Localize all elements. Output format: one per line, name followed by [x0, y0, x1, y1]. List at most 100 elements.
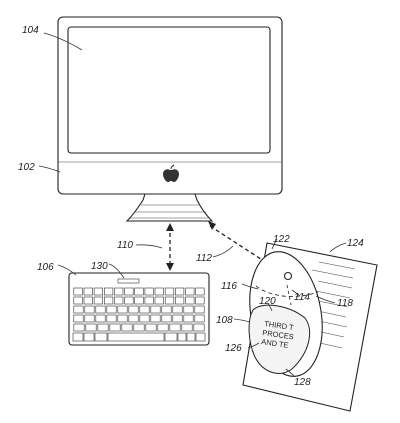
keyboard-key: [84, 305, 95, 314]
connection-arrows: [166, 221, 268, 271]
label-122: 122: [273, 234, 290, 245]
keyboard-key: [195, 287, 205, 296]
keyboard-key: [194, 314, 205, 323]
label-130: 130: [91, 261, 108, 272]
keyboard-key: [104, 296, 114, 305]
apple-logo-icon: [163, 164, 179, 182]
keyboard-key: [145, 323, 157, 332]
keyboard-key: [106, 314, 117, 323]
keyboard-key: [181, 323, 193, 332]
keyboard-keys: [72, 287, 206, 342]
handheld-device: THIRD T PROCES AND TE: [248, 251, 323, 377]
keyboard-key: [133, 323, 145, 332]
keyboard-key: [73, 305, 84, 314]
keyboard-key: [194, 305, 205, 314]
keyboard-key: [73, 296, 83, 305]
label-110: 110: [117, 240, 133, 251]
keyboard-key: [175, 287, 185, 296]
label-102: 102: [18, 162, 35, 173]
screen-text-line-1: THIRD T: [264, 319, 295, 332]
keyboard-key: [134, 287, 144, 296]
keyboard-key: [139, 305, 150, 314]
keyboard-key: [144, 287, 154, 296]
leader-lines: [38, 32, 347, 378]
keyboard-key: [117, 314, 128, 323]
label-112: 112: [196, 253, 212, 264]
keyboard-key: [95, 314, 106, 323]
keyboard-key: [139, 314, 150, 323]
keyboard-key: [83, 296, 93, 305]
keyboard-key: [172, 314, 183, 323]
device-link-line: [209, 225, 268, 264]
keyboard-key: [161, 314, 172, 323]
label-120: 120: [259, 296, 276, 307]
keyboard-key: [157, 323, 169, 332]
monitor-stand: [125, 193, 214, 222]
monitor-screen: [67, 26, 271, 154]
keyboard: [68, 272, 210, 346]
keyboard-key: [193, 323, 205, 332]
keyboard-key: [84, 314, 95, 323]
keyboard-key: [128, 305, 139, 314]
label-128: 128: [294, 377, 311, 388]
label-108: 108: [216, 315, 233, 326]
keyboard-key: [169, 323, 181, 332]
keyboard-key: [117, 305, 128, 314]
keyboard-key: [124, 296, 134, 305]
keyboard-key: [121, 323, 133, 332]
keyboard-key: [107, 332, 165, 342]
keyboard-key: [106, 305, 117, 314]
keyboard-key: [114, 296, 124, 305]
keyboard-key: [195, 296, 205, 305]
label-104: 104: [22, 25, 39, 36]
desktop-computer: [57, 16, 283, 222]
keyboard-key: [183, 305, 194, 314]
keyboard-key: [109, 323, 121, 332]
keyboard-key: [73, 323, 85, 332]
keyboard-key: [134, 296, 144, 305]
keyboard-key: [164, 296, 175, 305]
label-106: 106: [37, 262, 54, 273]
keyboard-key: [144, 296, 154, 305]
keyboard-key: [185, 296, 195, 305]
device-display-window: [248, 304, 311, 374]
keyboard-key: [114, 287, 124, 296]
keyboard-key: [95, 305, 106, 314]
keyboard-key: [94, 332, 108, 342]
keyboard-key: [183, 314, 194, 323]
keyboard-key: [175, 296, 185, 305]
label-116: 116: [221, 281, 237, 292]
keyboard-key: [154, 296, 164, 305]
keyboard-key: [104, 287, 114, 296]
keyboard-key: [93, 296, 103, 305]
keyboard-key: [195, 332, 206, 342]
keyboard-key: [150, 305, 161, 314]
keyboard-key: [161, 305, 172, 314]
keyboard-key: [124, 287, 134, 296]
keyboard-key: [128, 314, 139, 323]
keyboard-key: [186, 332, 196, 342]
keyboard-key: [85, 323, 97, 332]
keyboard-key: [150, 314, 161, 323]
keyboard-key: [83, 287, 93, 296]
keyboard-key: [177, 332, 187, 342]
screen-text-line-3: AND TE: [261, 337, 289, 350]
device-sensor-icon: [283, 271, 293, 281]
keyboard-key: [185, 287, 195, 296]
keyboard-eject-key: [117, 278, 140, 284]
screen-text-line-2: PROCES: [262, 328, 295, 341]
label-124: 124: [347, 238, 364, 249]
keyboard-key: [172, 305, 183, 314]
device-dashed-region: [255, 285, 319, 297]
keyboard-key: [164, 287, 175, 296]
label-114: 114: [294, 292, 310, 303]
keyboard-key: [83, 332, 95, 342]
label-126: 126: [225, 343, 242, 354]
keyboard-key: [164, 332, 178, 342]
label-118: 118: [337, 298, 353, 309]
reference-labels: 104 102 106 130 110 112 122 124 116 120 …: [18, 25, 364, 388]
keyboard-key: [73, 287, 83, 296]
keyboard-key: [93, 287, 103, 296]
keyboard-key: [154, 287, 164, 296]
